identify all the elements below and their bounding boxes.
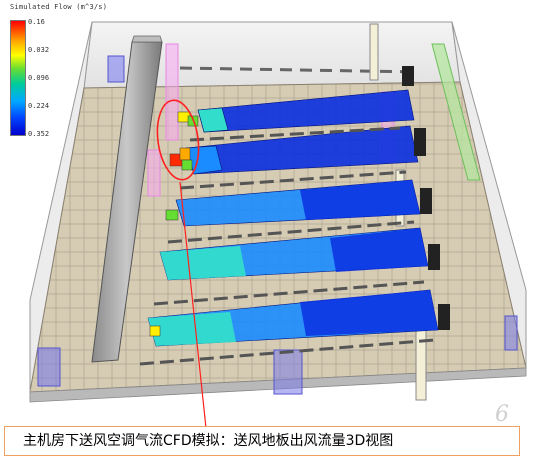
purple-panel	[273, 349, 303, 395]
purple-panel	[37, 347, 61, 387]
annotation-pointer	[179, 181, 207, 429]
legend-label: 0.224	[28, 102, 50, 110]
figure-caption: 主机房下送风空调气流CFD模拟：送风地板出风流量3D视图	[4, 426, 520, 456]
pink-duct	[147, 149, 161, 197]
column	[369, 23, 379, 81]
pink-duct	[165, 43, 179, 141]
legend-color-bar	[10, 20, 26, 136]
legend-label: 0.096	[28, 74, 50, 82]
legend-label-min: 0.352	[28, 130, 50, 138]
green-duct	[431, 43, 481, 181]
watermark-logo: 6	[495, 402, 509, 427]
outlet-row-4	[159, 227, 429, 281]
legend-label: 0.032	[28, 46, 50, 54]
hotspot-annotation	[156, 99, 200, 181]
outlet-row-5	[147, 289, 439, 347]
legend-label-max: 0.16	[28, 18, 45, 26]
purple-panel	[504, 315, 518, 351]
legend-title: Simulated Flow (m^3/s)	[10, 3, 108, 11]
outlet-row-1	[177, 89, 415, 133]
outlet-row-3	[165, 179, 421, 227]
rack-rails	[139, 126, 435, 366]
purple-panel	[107, 55, 125, 83]
